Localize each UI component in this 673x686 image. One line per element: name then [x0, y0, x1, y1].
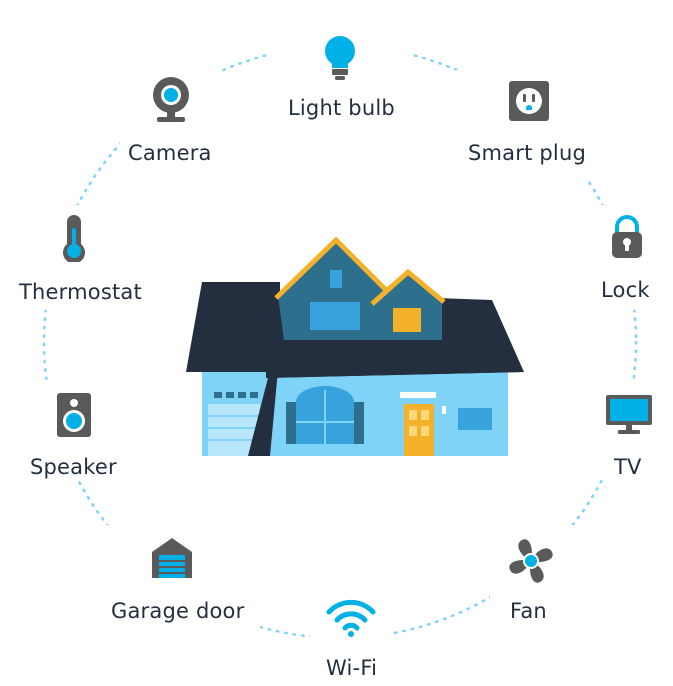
tv-icon — [606, 395, 652, 434]
camera-icon — [153, 77, 189, 122]
wifi-label: Wi-Fi — [326, 656, 378, 680]
camera-label: Camera — [128, 141, 212, 165]
thermostat-label: Thermostat — [19, 280, 142, 304]
house-roof-left — [186, 282, 280, 372]
speaker-label: Speaker — [30, 455, 117, 479]
house-door — [404, 404, 434, 456]
smart-plug-icon — [509, 81, 549, 121]
wifi-icon — [326, 599, 376, 637]
light-bulb-icon — [325, 36, 355, 80]
fan-icon — [509, 539, 553, 583]
house-illustration — [186, 236, 524, 456]
smart-plug-label: Smart plug — [468, 141, 587, 165]
garage-door-label: Garage door — [111, 599, 245, 623]
lock-icon — [612, 215, 642, 258]
tv-label: TV — [614, 455, 642, 479]
light-bulb-label: Light bulb — [288, 96, 395, 120]
fan-label: Fan — [510, 599, 547, 623]
lock-label: Lock — [601, 278, 650, 302]
garage-door-icon — [152, 538, 192, 578]
house-gable-large — [278, 242, 390, 340]
speaker-icon — [57, 393, 91, 437]
thermostat-icon — [63, 215, 85, 262]
house-gable-small — [374, 274, 442, 340]
house-window-right — [458, 408, 492, 430]
